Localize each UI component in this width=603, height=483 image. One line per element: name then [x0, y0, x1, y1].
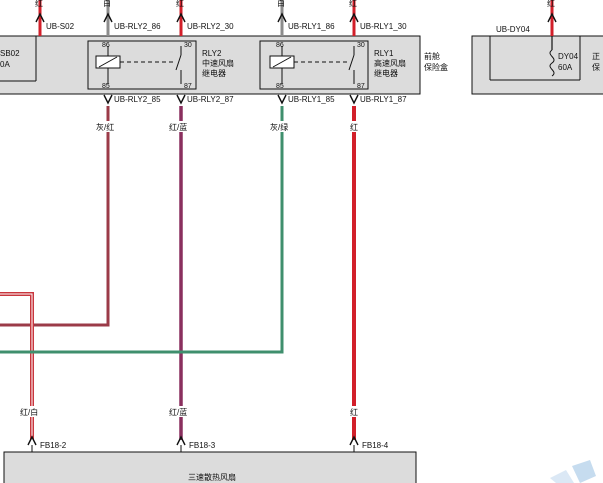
wire-label-rly2-87: 红/蓝: [169, 122, 187, 132]
watermark-logo: [550, 460, 596, 483]
relay-rly1: 86 30 85 87 RLY1 高速风扇 继电器: [259, 40, 406, 90]
top-wire-color-5: 红: [349, 0, 357, 8]
bottom-pins: FB18-2 FB18-3 FB18-4: [27, 435, 389, 452]
rly1-n85: 85: [276, 83, 284, 90]
connector-arrow-icon: [349, 12, 359, 23]
pin-ub-dy04: UB-DY04: [496, 25, 530, 34]
left-fuse-rating: 0A: [0, 60, 10, 69]
connector-arrow-icon: [176, 12, 186, 23]
connector-arrow-icon: [547, 12, 557, 23]
top-wire-color-6: 红: [547, 0, 555, 8]
pin-ub-rly1-87: UB-RLY1_87: [360, 95, 407, 104]
wire-label-rly1-85: 灰/绿: [270, 122, 288, 132]
rly1-desc-2: 继电器: [374, 68, 398, 78]
pin-ub-rly2-86: UB-RLY2_86: [114, 22, 161, 31]
top-wires: 红 白 红 白 红 红 UB-S02 UB-RLY2_86 UB-RLY2_30…: [35, 0, 557, 36]
dy04-fuse-rating: 60A: [558, 63, 573, 72]
fuse-icon: [549, 49, 555, 77]
rly2-n30: 30: [184, 42, 192, 49]
connector-arrow-icon: [176, 94, 186, 105]
dy04-fuse-name: DY04: [558, 52, 579, 61]
connector-arrow-icon: [277, 12, 287, 23]
wire-label-fb18-2: 红/白: [20, 407, 38, 417]
rly2-n85: 85: [102, 83, 110, 90]
pin-fb18-3: FB18-3: [189, 441, 216, 450]
pin-fb18-4: FB18-4: [362, 441, 389, 450]
rly1-n86: 86: [276, 42, 284, 49]
relay-rly2: 86 30 85 87 RLY2 中速风扇 继电器: [87, 40, 234, 90]
connector-arrow-icon: [27, 435, 37, 446]
top-wire-color-1: 红: [35, 0, 43, 8]
pin-ub-rly1-30: UB-RLY1_30: [360, 22, 407, 31]
top-wire-color-3: 红: [176, 0, 184, 8]
top-wire-color-4: 白: [277, 0, 285, 8]
fuse-box-name-1: 前舱: [424, 51, 440, 61]
rly2-name: RLY2: [202, 49, 222, 58]
left-fuse-name: SB02: [0, 49, 20, 58]
pin-ub-rly2-30: UB-RLY2_30: [187, 22, 234, 31]
cooling-fan-box: [3, 451, 417, 483]
fuse-box-name-2: 保险盒: [424, 62, 448, 72]
rly1-desc-1: 高速风扇: [374, 58, 406, 68]
wire-label-fb18-4: 红: [350, 407, 358, 417]
rly1-n87: 87: [357, 83, 365, 90]
wire-label-rly1-87: 红: [350, 122, 358, 132]
wire-gray-red: [0, 106, 110, 327]
connector-arrow-icon: [277, 94, 287, 105]
connector-arrow-icon: [103, 94, 113, 105]
pin-ub-rly1-85: UB-RLY1_85: [288, 95, 335, 104]
rly2-n86: 86: [102, 42, 110, 49]
wires: 灰/红 红/蓝 灰/绿 红 红/白 红/蓝 红: [0, 106, 359, 440]
cooling-fan-title: 三速散热风扇: [188, 472, 236, 482]
pin-fb18-2: FB18-2: [40, 441, 67, 450]
wire-label-rly2-85: 灰/红: [96, 122, 114, 132]
rly2-desc-1: 中速风扇: [202, 58, 234, 68]
relay-switch-icon: [348, 54, 355, 71]
connector-arrow-icon: [176, 435, 186, 446]
rly2-n87: 87: [184, 83, 192, 90]
connector-arrow-icon: [349, 435, 359, 446]
rly1-n30: 30: [357, 42, 365, 49]
lower-pins: UB-RLY2_85 UB-RLY2_87 UB-RLY1_85 UB-RLY1…: [103, 94, 407, 105]
pin-ub-s02: UB-S02: [46, 22, 75, 31]
left-fuse-fragment: SB02 0A: [0, 36, 37, 82]
right-fuse-box: [471, 35, 603, 95]
connector-arrow-icon: [35, 12, 45, 23]
front-fuse-box: [0, 35, 421, 95]
pin-ub-rly1-86: UB-RLY1_86: [288, 22, 335, 31]
wire-red-white: [0, 292, 34, 440]
connector-arrow-icon: [103, 12, 113, 23]
rly2-desc-2: 继电器: [202, 68, 226, 78]
right-box-name-1: 正: [592, 52, 600, 61]
right-box-name-2: 保: [592, 62, 600, 72]
relay-switch-icon: [175, 54, 182, 71]
connector-arrow-icon: [349, 94, 359, 105]
rly1-name: RLY1: [374, 49, 394, 58]
wire-gray-green: [0, 106, 284, 354]
wire-label-fb18-3: 红/蓝: [169, 407, 187, 417]
top-wire-color-2: 白: [103, 0, 111, 8]
pin-ub-rly2-87: UB-RLY2_87: [187, 95, 234, 104]
pin-ub-rly2-85: UB-RLY2_85: [114, 95, 161, 104]
